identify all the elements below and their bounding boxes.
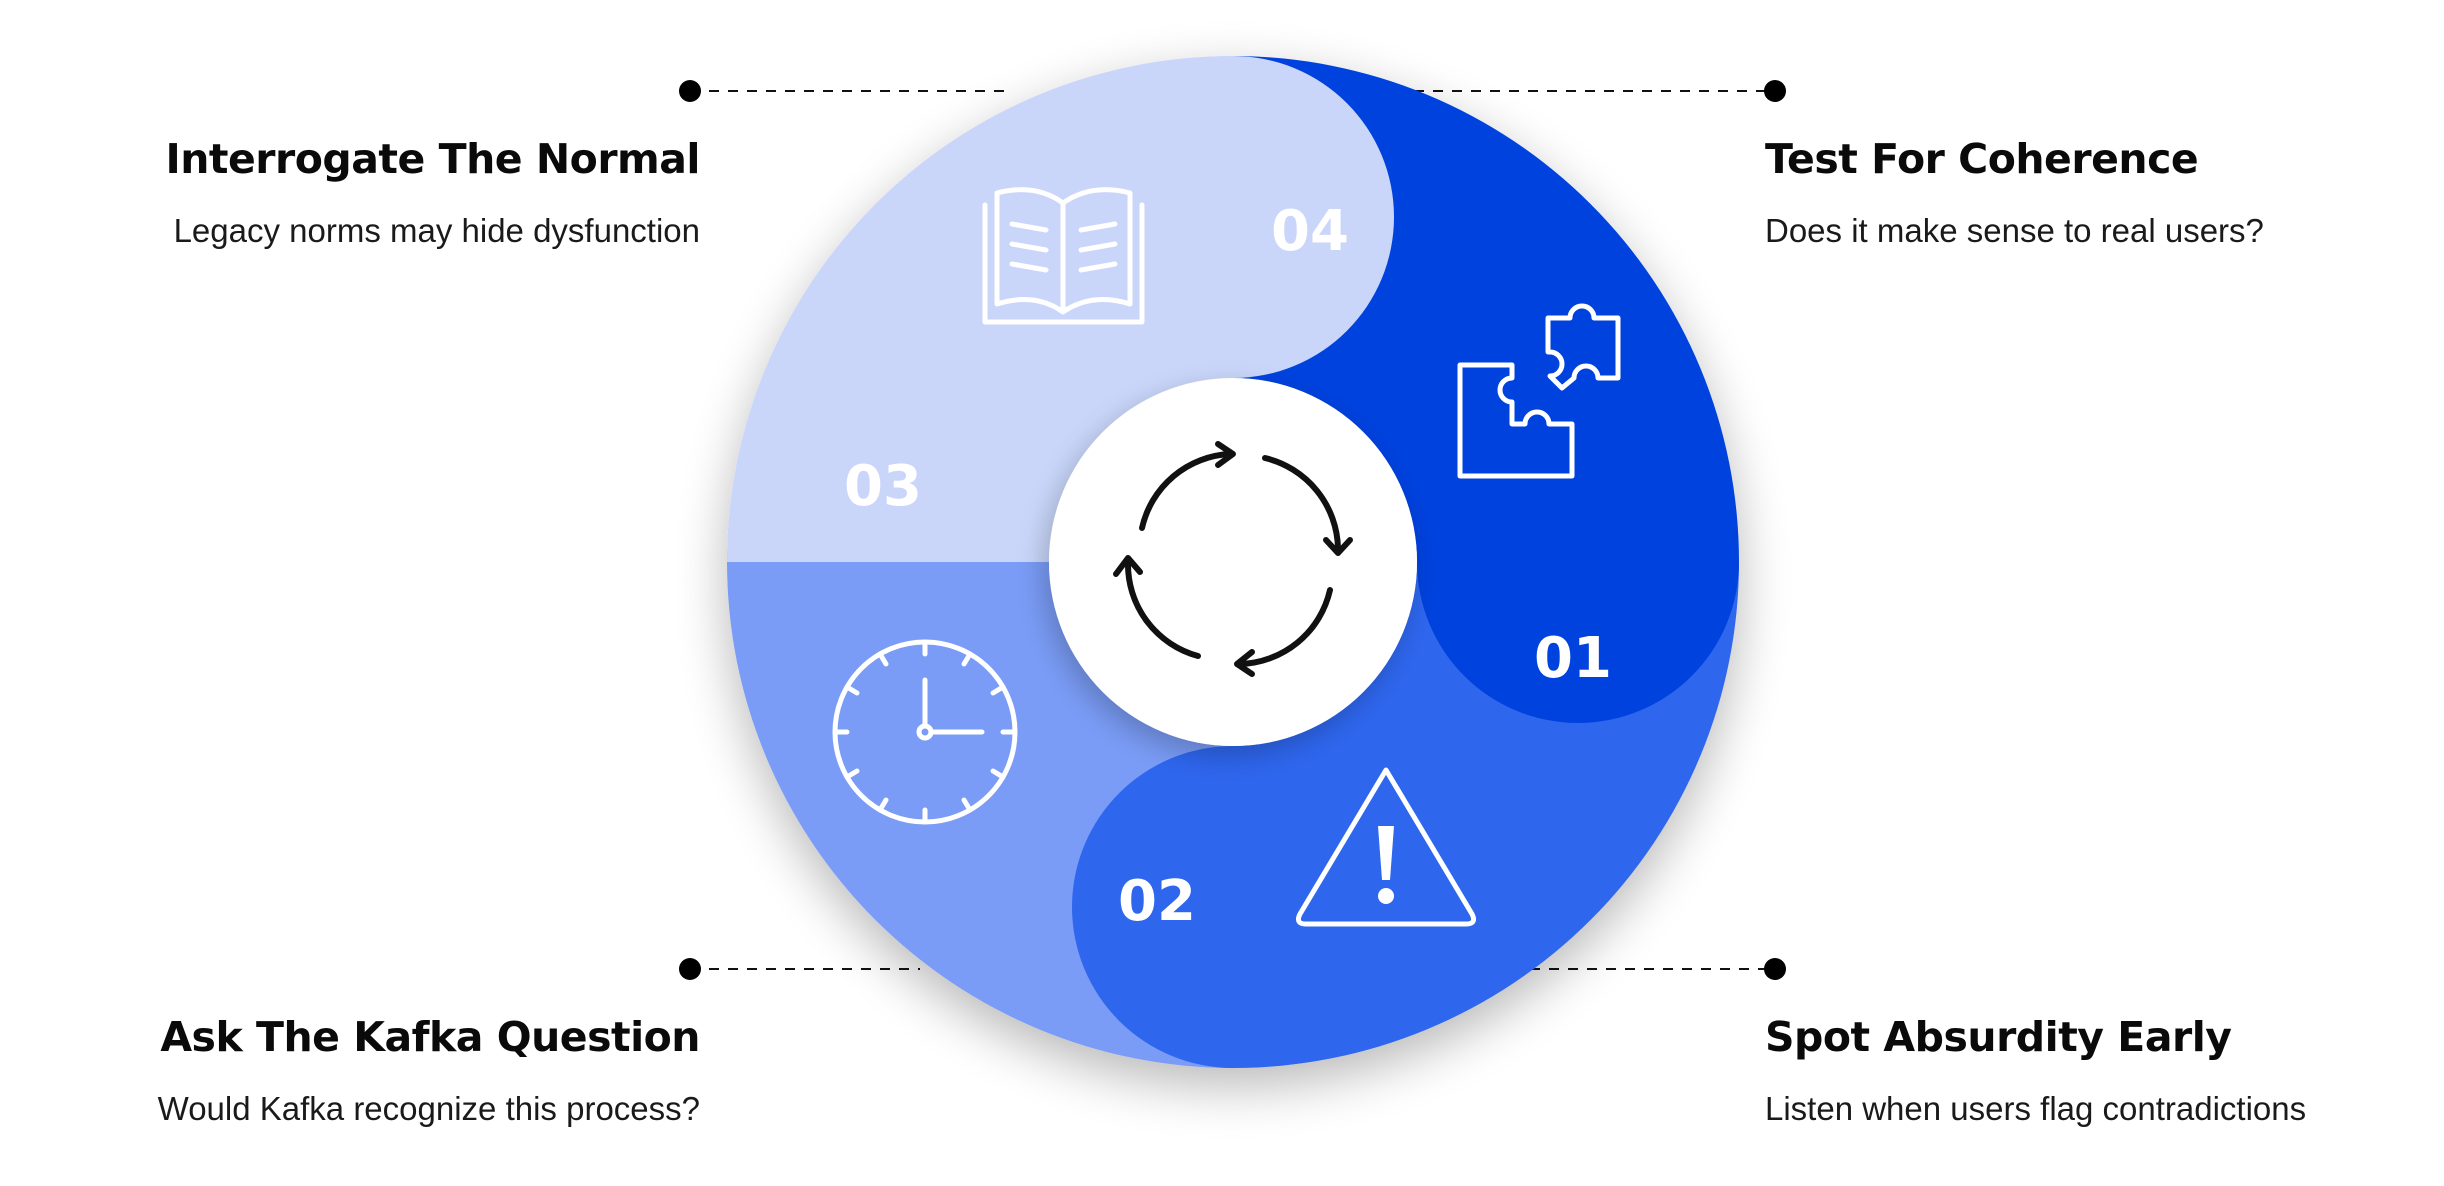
step-description-03: Would Kafka recognize this process? <box>158 1090 700 1127</box>
step-title-03: Ask The Kafka Question <box>160 1013 700 1061</box>
step-title-01: Test For Coherence <box>1765 135 2198 183</box>
leader-dot-01 <box>1764 80 1786 102</box>
step-title-02: Spot Absurdity Early <box>1765 1013 2232 1061</box>
label-01: Test For Coherence Does it make sense to… <box>1765 135 2264 249</box>
center-circle <box>1049 378 1417 746</box>
puzzle-icon <box>1457 303 1621 479</box>
step-number-02: 02 <box>1118 869 1196 934</box>
leader-dot-04 <box>679 80 701 102</box>
step-description-02: Listen when users flag contradictions <box>1765 1090 2306 1127</box>
warning-icon <box>1296 767 1476 927</box>
leader-lines <box>679 80 1786 980</box>
label-04: Interrogate The Normal Legacy norms may … <box>165 135 700 249</box>
clock-icon <box>832 639 1018 825</box>
label-02: Spot Absurdity Early Listen when users f… <box>1765 1013 2306 1127</box>
step-number-04: 04 <box>1271 199 1349 264</box>
step-number-03: 03 <box>844 454 922 519</box>
label-03: Ask The Kafka Question Would Kafka recog… <box>158 1013 701 1127</box>
leader-dot-03 <box>679 958 701 980</box>
step-description-04: Legacy norms may hide dysfunction <box>174 212 700 249</box>
step-title-04: Interrogate The Normal <box>165 135 700 183</box>
cycle-arrows-icon <box>1113 441 1353 677</box>
step-number-01: 01 <box>1534 626 1612 691</box>
step-description-01: Does it make sense to real users? <box>1765 212 2264 249</box>
open-book-icon <box>982 187 1145 325</box>
leader-dot-02 <box>1764 958 1786 980</box>
